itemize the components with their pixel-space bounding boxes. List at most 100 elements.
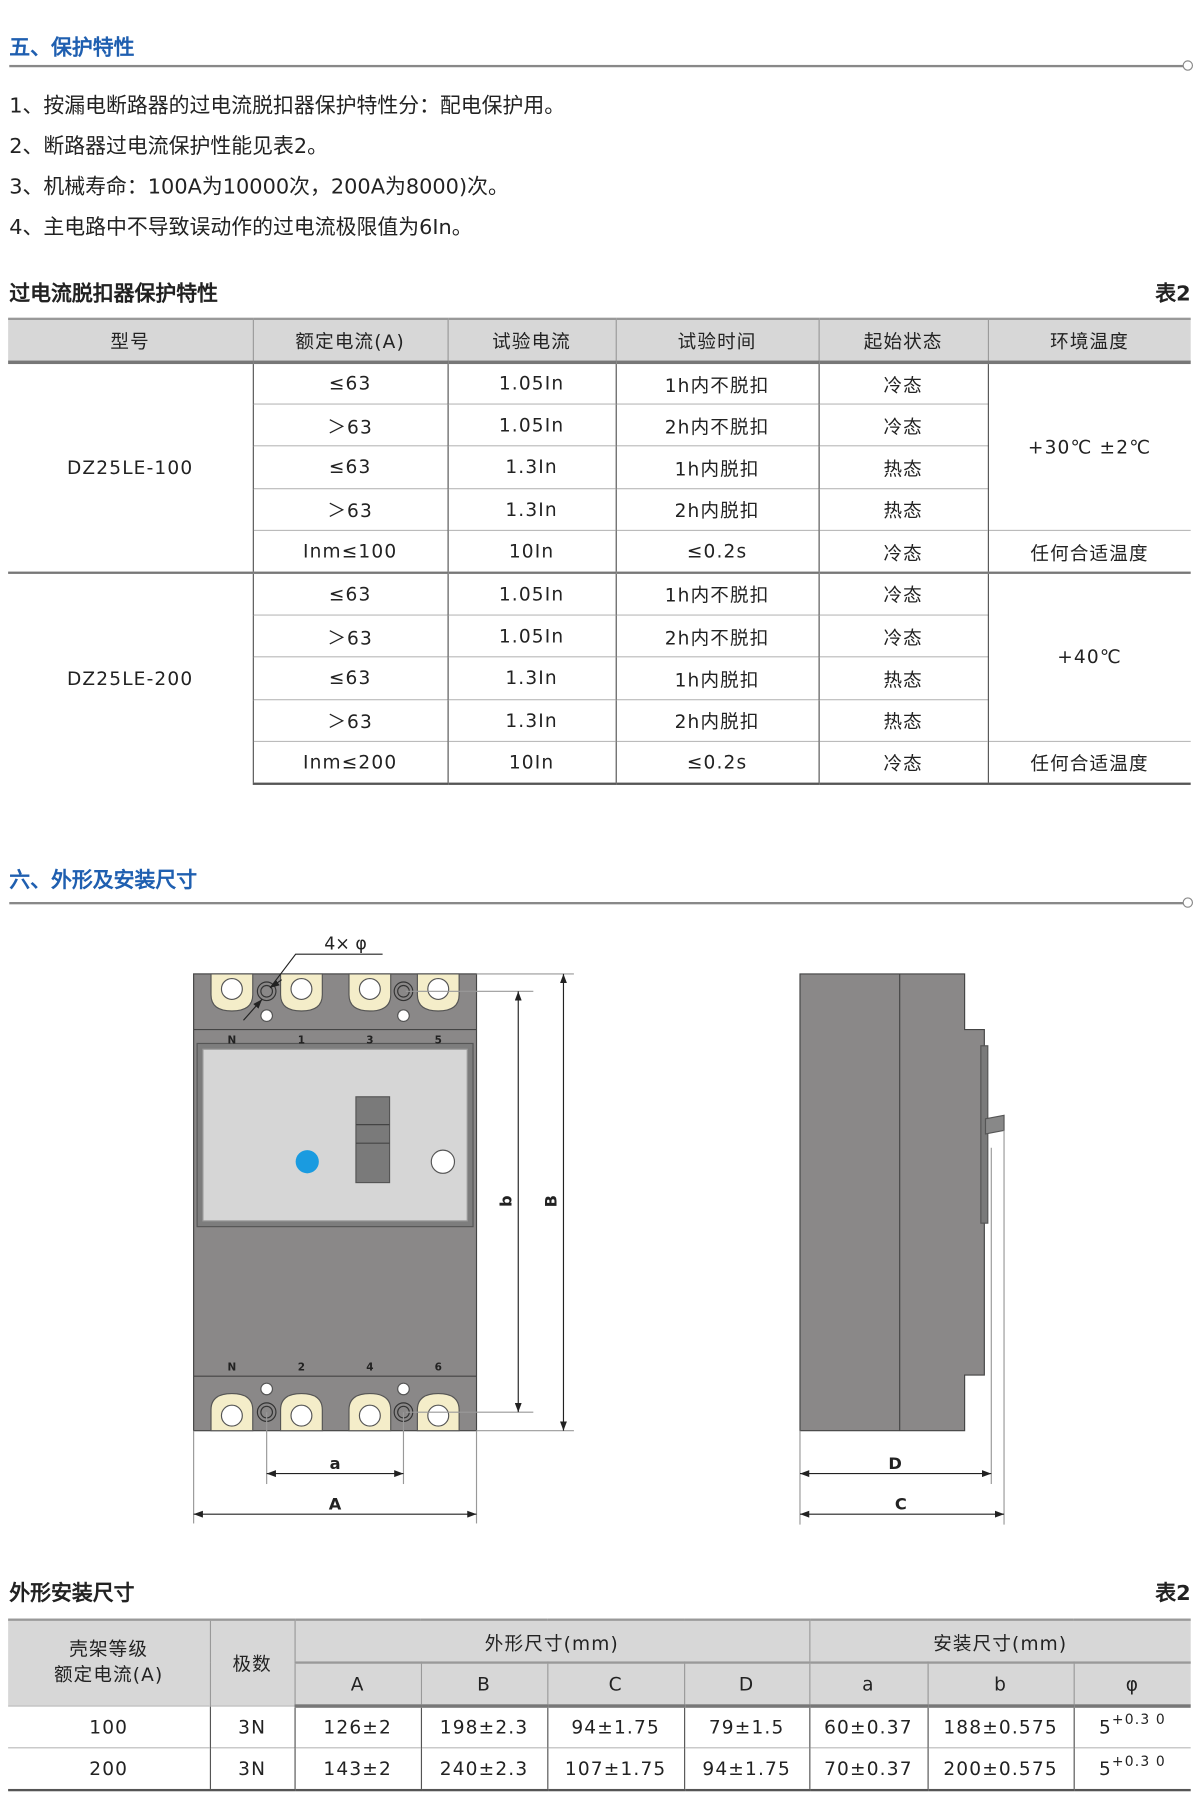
phi-value: 5 bbox=[1098, 1716, 1112, 1739]
column-header: A bbox=[293, 1661, 421, 1708]
screw-icon bbox=[358, 1404, 381, 1427]
dim-C-label: C bbox=[895, 1495, 907, 1514]
list-item: 1、按漏电断路器的过电流脱扣器保护特性分：配电保护用。 bbox=[9, 93, 566, 119]
table-cell: 240±2.3 bbox=[420, 1747, 548, 1792]
column-header: a bbox=[808, 1661, 928, 1708]
table-cell: ＞63 bbox=[252, 403, 448, 447]
table-cell: 2h内脱扣 bbox=[615, 698, 819, 742]
table-cell: 1.3In bbox=[446, 656, 616, 700]
table-cell: 冷态 bbox=[817, 614, 988, 658]
terminal-label: 2 bbox=[298, 1361, 305, 1373]
column-header: b bbox=[926, 1661, 1074, 1708]
table-cell: ≤0.2s bbox=[615, 529, 819, 573]
temp-cell: +30℃ ±2℃ bbox=[987, 361, 1191, 531]
table-cell: 1h内不脱扣 bbox=[615, 571, 819, 615]
table-cell: 79±1.5 bbox=[683, 1704, 810, 1748]
table-cell: 热态 bbox=[817, 656, 988, 700]
screw-icon bbox=[290, 977, 313, 1000]
table-cell: 3N bbox=[209, 1747, 295, 1792]
terminal-label: N bbox=[228, 1361, 237, 1373]
table-cell: 热态 bbox=[817, 445, 988, 489]
header-poles: 极数 bbox=[209, 1618, 295, 1706]
table-cell: 3N bbox=[209, 1704, 295, 1748]
column-header: B bbox=[420, 1661, 548, 1708]
model-cell: DZ25LE-100 bbox=[8, 361, 253, 573]
dim-D-label: D bbox=[888, 1454, 901, 1473]
temp-cell: +40℃ bbox=[987, 571, 1191, 742]
table-cell: 94±1.75 bbox=[546, 1704, 685, 1748]
table-cell: 1h内不脱扣 bbox=[615, 361, 819, 404]
terminal-label: 5 bbox=[435, 1034, 442, 1046]
table1-tag: 表2 bbox=[1155, 281, 1191, 307]
hole-label: 4× φ bbox=[324, 935, 367, 955]
temp-cell: 任何合适温度 bbox=[987, 529, 1191, 573]
operating-handle bbox=[355, 1096, 391, 1184]
drawing-line bbox=[980, 1045, 989, 1224]
column-header: 环境温度 bbox=[987, 317, 1191, 364]
table-cell: 188±0.575 bbox=[926, 1704, 1074, 1748]
drawing-line: 4× φ a A D C b B bbox=[324, 935, 907, 1514]
screw-icon bbox=[290, 1404, 313, 1427]
terminal-label: 3 bbox=[366, 1034, 373, 1046]
header-frame: 壳架等级额定电流(A) bbox=[8, 1618, 210, 1706]
screw-icon bbox=[220, 977, 243, 1000]
dim-b-label: b bbox=[496, 1195, 515, 1207]
divider bbox=[9, 902, 1188, 905]
table-cell: ＞63 bbox=[252, 698, 448, 742]
screw-icon bbox=[358, 977, 381, 1000]
table2-caption: 外形安装尺寸 bbox=[9, 1581, 135, 1606]
table-cell: 2h内脱扣 bbox=[615, 487, 819, 531]
table-cell: 1.3In bbox=[446, 698, 616, 742]
phi-tolerance: +0.3 0 bbox=[1111, 1711, 1166, 1728]
table-cell: 10In bbox=[446, 529, 616, 573]
list-item: 2、断路器过电流保护性能见表2。 bbox=[9, 134, 329, 159]
table-cell: 94±1.75 bbox=[683, 1747, 810, 1792]
dim-A-label: A bbox=[329, 1495, 342, 1514]
table-cell: 1.3In bbox=[446, 445, 616, 489]
column-header: 起始状态 bbox=[817, 317, 988, 364]
divider-end-icon bbox=[1182, 897, 1194, 908]
drawing-line bbox=[269, 953, 383, 989]
table-cell: ≤0.2s bbox=[615, 740, 819, 785]
table-cell: 2h内不脱扣 bbox=[615, 614, 819, 658]
table1-caption: 过电流脱扣器保护特性 bbox=[9, 281, 218, 307]
column-header: φ bbox=[1073, 1661, 1191, 1708]
table-cell: 1.05In bbox=[446, 614, 616, 658]
temp-cell: 任何合适温度 bbox=[987, 740, 1191, 785]
divider bbox=[9, 64, 1188, 68]
column-header: 试验时间 bbox=[615, 317, 819, 364]
table-cell: 1.3In bbox=[446, 487, 616, 531]
list-item: 4、主电路中不导致误动作的过电流极限值为6In。 bbox=[9, 215, 473, 240]
drawing-line bbox=[243, 999, 263, 1021]
drawing-line bbox=[799, 973, 985, 1432]
table-cell: 冷态 bbox=[817, 571, 988, 615]
model-cell: DZ25LE-200 bbox=[8, 571, 253, 784]
column-header: 试验电流 bbox=[446, 317, 616, 364]
table-cell: Inm≤200 bbox=[252, 740, 448, 785]
screw-icon bbox=[397, 1382, 410, 1396]
table-cell: 冷态 bbox=[817, 403, 988, 447]
terminal-label: N bbox=[228, 1034, 237, 1046]
indicator-icon bbox=[430, 1149, 456, 1174]
table-cell: 100 bbox=[8, 1704, 210, 1748]
side-view bbox=[799, 973, 1005, 1525]
side-handle bbox=[984, 1114, 1005, 1135]
column-header: 额定电流(A) bbox=[252, 317, 448, 364]
section-title-dimensions: 六、外形及安装尺寸 bbox=[9, 868, 198, 893]
table-cell: 107±1.75 bbox=[546, 1747, 685, 1792]
table-cell: ≤63 bbox=[252, 445, 448, 489]
column-header: D bbox=[683, 1661, 810, 1708]
header-outer: 外形尺寸(mm) bbox=[293, 1618, 810, 1664]
screw-icon bbox=[427, 1404, 450, 1427]
table-cell: 2h内不脱扣 bbox=[615, 403, 819, 447]
table-cell: ≤63 bbox=[252, 656, 448, 700]
